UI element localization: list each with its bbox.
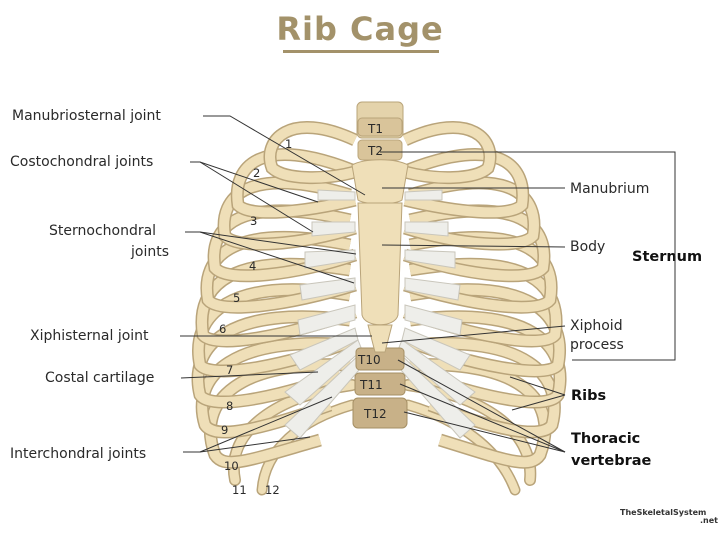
sternum-bone [351, 159, 409, 353]
leader-lines [180, 115, 676, 453]
vertebra-label-t12: T12 [363, 407, 387, 421]
label-sternum: Sternum [632, 249, 702, 265]
label-xiphoid-2: process [570, 337, 624, 353]
rib-number-9: 9 [221, 423, 228, 437]
title-underline [283, 50, 439, 53]
ribs-group [191, 101, 567, 496]
label-xiphoid-1: Xiphoid [570, 318, 623, 334]
label-sternochondral-1: Sternochondral [49, 223, 156, 239]
vertebra-label-t11: T11 [359, 378, 383, 392]
credit-site-suffix: .net [700, 516, 718, 525]
label-thoracic-2: vertebrae [571, 453, 652, 469]
vertebra-label-t10: T10 [357, 353, 381, 367]
rib-number-4: 4 [249, 259, 256, 273]
manubrium-bone [351, 159, 409, 205]
label-manubrium: Manubrium [570, 181, 649, 197]
label-costal-cartilage: Costal cartilage [45, 370, 154, 386]
vertebra-label-t1: T1 [367, 122, 383, 136]
label-ribs: Ribs [571, 388, 606, 404]
label-interchondral-joints: Interchondral joints [10, 446, 146, 462]
rib-number-10: 10 [224, 459, 239, 473]
credit-site-name: TheSkeletalSystem [620, 508, 706, 517]
rib-number-3: 3 [250, 214, 257, 228]
rib-number-11: 11 [232, 483, 247, 497]
label-xiphisternal-joint: Xiphisternal joint [30, 328, 149, 344]
sternum-body-bone [357, 202, 403, 326]
label-body: Body [570, 239, 605, 255]
costal-cartilages [284, 189, 476, 439]
vertebral-column [352, 101, 408, 429]
rib-number-6: 6 [219, 322, 226, 336]
rib-number-2: 2 [253, 166, 260, 180]
label-manubriosternal-joint: Manubriosternal joint [12, 108, 161, 124]
vertebra-label-t2: T2 [367, 144, 383, 158]
rib-number-12: 12 [265, 483, 280, 497]
diagram-title: Rib Cage [276, 10, 444, 48]
rib-number-7: 7 [226, 363, 233, 377]
rib-number-8: 8 [226, 399, 233, 413]
label-costochondral-joints: Costochondral joints [10, 154, 153, 170]
xiphoid-bone [367, 324, 393, 353]
label-thoracic-1: Thoracic [571, 431, 640, 447]
label-sternochondral-2: joints [130, 244, 169, 260]
rib-number-1: 1 [285, 137, 292, 151]
rib-number-5: 5 [233, 291, 240, 305]
